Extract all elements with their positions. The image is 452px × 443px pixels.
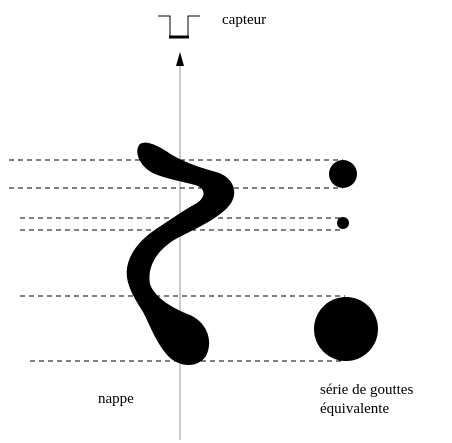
- equivalent-drops-label-line1: série de gouttes: [320, 382, 414, 398]
- sensor-label: capteur: [222, 12, 267, 28]
- sensor-symbol: [158, 15, 200, 39]
- equivalent-drop-large-top: [329, 160, 357, 188]
- equivalent-drop-largest: [314, 297, 378, 361]
- equivalent-drops-label-line2: équivalente: [320, 401, 390, 417]
- liquid-sheet-shape: [126, 142, 235, 365]
- liquid-sheet-label: nappe: [98, 391, 134, 407]
- axis-arrowhead: [176, 52, 184, 66]
- equivalent-drop-small: [337, 217, 349, 229]
